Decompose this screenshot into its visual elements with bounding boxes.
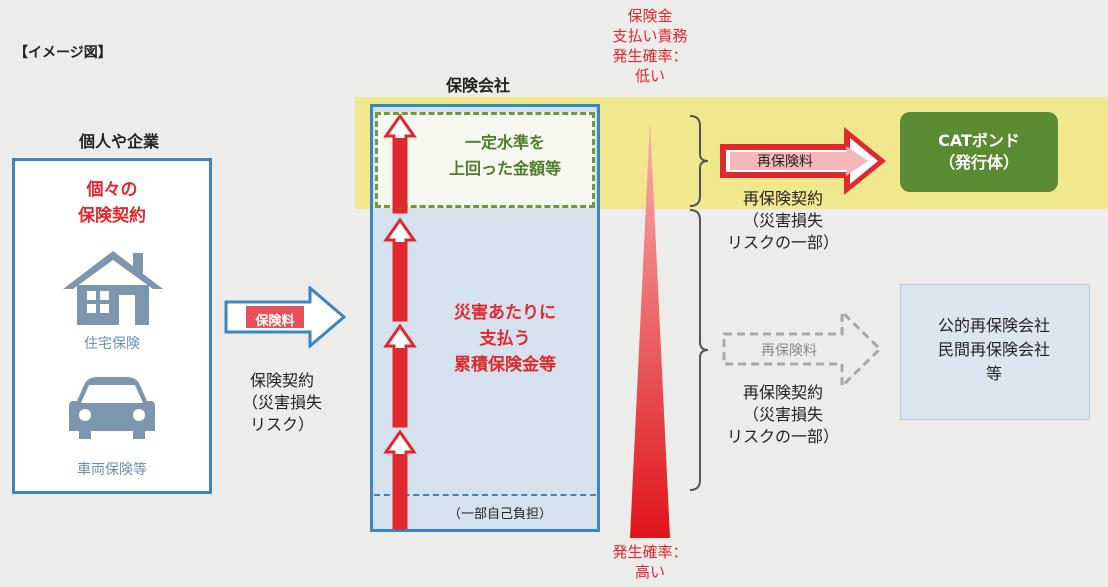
house-icon — [63, 251, 163, 325]
reinsurers-box — [900, 284, 1090, 420]
cat-bond-box — [900, 112, 1058, 192]
probability-high: 発生確率： 高い — [612, 543, 688, 581]
brace-top — [689, 115, 709, 207]
reinsurance-arrow-2 — [722, 308, 883, 390]
individual-box: 個々の 保険契約 住宅保険 車両保険等 — [12, 158, 212, 494]
reinsurers-label: 公的再保険会社 民間再保険会社 等 — [937, 316, 1050, 383]
brace-bottom — [689, 209, 709, 491]
individual-contracts: 個々の 保険契約 — [78, 180, 146, 226]
deductible-text: （一部自己負担） — [447, 507, 552, 522]
home-insurance-label: 住宅保険 — [84, 336, 140, 352]
insurer-top-layer — [375, 112, 595, 208]
insurer-heading: 保険会社 — [445, 76, 510, 95]
car-insurance-label: 車両保険等 — [77, 462, 147, 478]
stacked-arrows — [383, 113, 417, 530]
reinsurance-arrow-2-label: 再保険料 — [761, 343, 817, 359]
diagram-label: 【イメージ図】 — [14, 45, 112, 61]
reinsurance-arrow-1-label: 再保険料 — [757, 154, 813, 170]
car-icon — [69, 377, 155, 439]
cat-bond-label: CATボンド （発行体） — [938, 131, 1020, 172]
reinsurance-contract-1: 再保険契約 （災害損失 リスクの一部） — [726, 189, 839, 252]
premium-arrow-1 — [224, 286, 346, 348]
premium-arrow-1-label: 保険料 — [255, 314, 295, 329]
probability-gradient — [630, 120, 670, 538]
reinsurance-contract-2: 再保険契約 （災害損失 リスクの一部） — [726, 383, 839, 446]
contract-note: 保険契約 （災害損失 リスク） — [241, 371, 322, 434]
insurer-top-layer-text: 一定水準を 上回った金額等 — [448, 133, 561, 178]
individual-heading: 個人や企業 — [78, 132, 159, 151]
deductible-line — [374, 494, 596, 496]
probability-low: 保険金 支払い責務 発生確率： 低い — [612, 7, 688, 85]
reinsurance-arrow-1 — [720, 127, 886, 195]
insurer-middle-text: 災害あたりに 支払う 累積保険金等 — [454, 303, 556, 375]
